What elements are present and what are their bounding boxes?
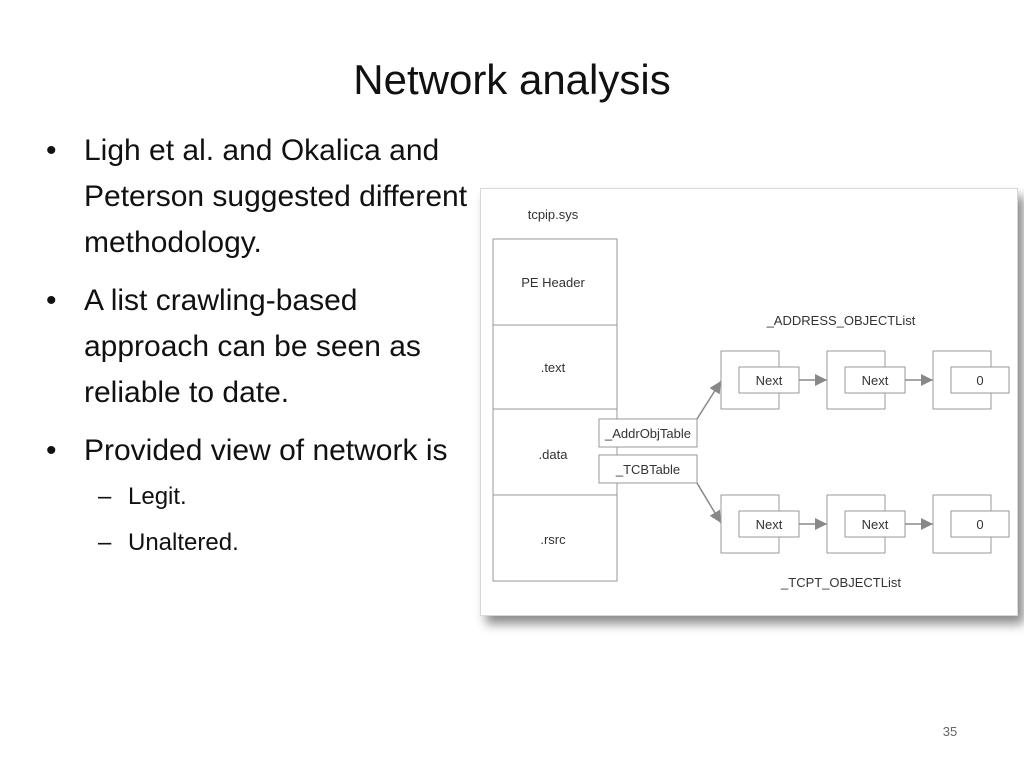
tcb-node: 0 <box>932 494 1010 554</box>
section-label: .text <box>541 360 566 375</box>
sub-bullet-item: – Legit. <box>40 474 480 520</box>
memory-structure-diagram: tcpip.sys PE Header .text .data .rsrc _A… <box>480 188 1018 616</box>
address-node: 0 <box>932 350 1010 410</box>
dash-icon: – <box>98 483 112 510</box>
bullet-text: A list crawling-based approach can be se… <box>84 284 421 409</box>
section-label: .rsrc <box>540 532 566 547</box>
bullet-item: • Ligh et al. and Okalica and Peterson s… <box>40 128 480 266</box>
sub-bullet-text: Unaltered. <box>128 529 239 556</box>
section-box <box>492 324 618 410</box>
section-label: .data <box>539 447 569 462</box>
node-label: Next <box>862 517 889 532</box>
bullet-text: Ligh et al. and Okalica and Peterson sug… <box>84 134 468 259</box>
section-label: PE Header <box>521 275 585 290</box>
pointer-label: _TCBTable <box>615 462 680 477</box>
node-label: Next <box>862 373 889 388</box>
pointer-box <box>598 454 698 484</box>
section-box <box>492 408 618 496</box>
bullet-text: Provided view of network is <box>84 434 448 467</box>
sub-bullet-text: Legit. <box>128 483 187 510</box>
tcb-list-label: _TCPT_OBJECTList <box>780 575 901 590</box>
bullet-dot-icon: • <box>46 434 57 467</box>
slide-title: Network analysis <box>353 56 671 103</box>
pointer-arrow <box>696 482 722 524</box>
dash-icon: – <box>98 529 112 556</box>
pointer-label: _AddrObjTable <box>604 426 691 441</box>
module-label: tcpip.sys <box>528 207 579 222</box>
section-box <box>492 238 618 326</box>
bullet-list: • Ligh et al. and Okalica and Peterson s… <box>40 128 480 566</box>
address-node: Next <box>826 350 906 410</box>
tcb-node: Next <box>826 494 906 554</box>
node-label: Next <box>756 517 783 532</box>
address-node: Next <box>720 350 800 410</box>
bullet-dot-icon: • <box>46 134 57 167</box>
slide-number: 35 <box>942 724 958 739</box>
node-label: Next <box>756 373 783 388</box>
section-box <box>492 494 618 582</box>
sub-bullet-item: – Unaltered. <box>40 520 480 566</box>
address-list-label: _ADDRESS_OBJECTList <box>766 313 916 328</box>
node-label: 0 <box>976 517 983 532</box>
node-label: 0 <box>976 373 983 388</box>
bullet-dot-icon: • <box>46 284 57 317</box>
pointer-arrow <box>696 380 722 420</box>
bullet-item: • A list crawling-based approach can be … <box>40 278 480 416</box>
bullet-item: • Provided view of network is <box>40 428 480 474</box>
tcb-node: Next <box>720 494 800 554</box>
diagram-svg: tcpip.sys PE Header .text .data .rsrc _A… <box>492 207 1010 590</box>
pointer-box <box>598 418 698 448</box>
